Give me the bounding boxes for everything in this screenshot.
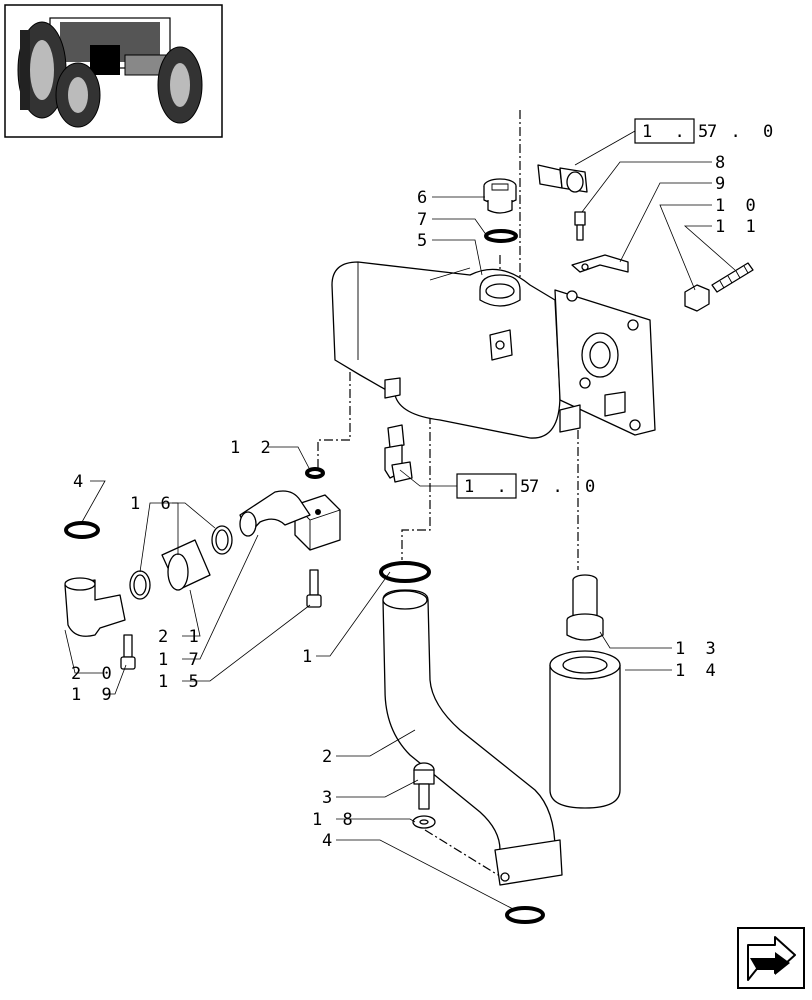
bracket [571,254,629,273]
o-ring-large [379,561,431,583]
callout-18[interactable]: 1 8 [312,810,358,830]
callout-19[interactable]: 1 9 [71,685,117,705]
o-ring-left [64,521,100,539]
filter-cartridge [549,650,621,809]
callout-8[interactable]: 8 [715,153,730,173]
callout-4-top[interactable]: 4 [73,472,88,492]
callout-11[interactable]: 1 1 [715,217,761,237]
plug [483,178,517,214]
temperature-sensor [537,164,588,193]
callout-16[interactable]: 1 6 [130,494,176,514]
callout-3[interactable]: 3 [322,788,337,808]
o-ring-small [305,467,325,479]
callout-21[interactable]: 2 1 [158,627,204,647]
callout-7[interactable]: 7 [417,210,432,230]
tractor-icon [17,17,203,128]
next-page-arrow-icon [747,936,796,981]
stud [711,262,754,293]
callout-20[interactable]: 2 0 [71,664,117,684]
callout-10[interactable]: 1 0 [715,196,761,216]
bolt [413,762,435,810]
reference-box-top[interactable]: 1 . 7 5 . 0 [634,118,779,144]
mid-sensor [384,424,413,483]
callout-12[interactable]: 1 2 [230,438,276,458]
nut [684,284,710,312]
callout-2[interactable]: 2 [322,747,337,767]
pipe-elbow-lower [64,577,126,637]
reference-rest-text: 5 . 0 [520,477,601,497]
filter-adapter [566,574,604,641]
callout-15[interactable]: 1 5 [158,672,204,692]
s-pipe [382,589,563,886]
next-page-button[interactable] [737,927,805,989]
callout-9[interactable]: 9 [715,174,730,194]
reference-rest-text: 5 . 0 [698,122,779,142]
callouts: 1 2 3 4 4 5 6 7 8 9 1 0 1 1 1 2 1 3 1 4 … [71,153,761,851]
hose [161,539,211,591]
pipe-elbow-upper [239,490,311,537]
callout-1[interactable]: 1 [302,647,317,667]
o-ring-bottom [505,906,545,924]
screw-middle [306,569,322,608]
washer [412,815,436,829]
reference-boxed-text: 1 . 7 [464,477,545,497]
callout-5[interactable]: 5 [417,231,432,251]
o-ring [484,229,518,243]
screw-left [120,634,136,670]
callout-14[interactable]: 1 4 [675,661,721,681]
hose-clamp-upper [211,525,233,555]
leader-lines [64,130,736,911]
callout-13[interactable]: 1 3 [675,639,721,659]
tractor-thumbnail[interactable] [4,4,223,138]
manifold-housing [331,261,656,439]
callout-4-bottom[interactable]: 4 [322,831,337,851]
callout-17[interactable]: 1 7 [158,650,204,670]
hose-clamp-lower [129,570,151,600]
reference-box-mid[interactable]: 1 . 7 5 . 0 [456,473,601,499]
callout-6[interactable]: 6 [417,188,432,208]
reference-boxed-text: 1 . 7 [642,122,723,142]
grease-fitting [574,211,586,241]
